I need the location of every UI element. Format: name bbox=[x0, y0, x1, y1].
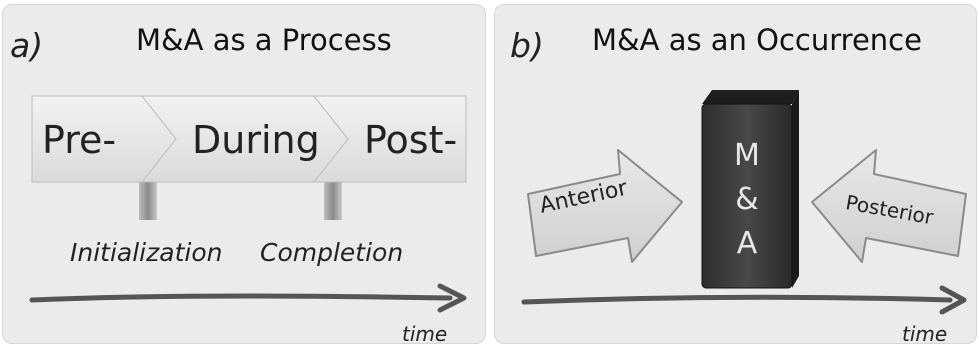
panel-a-label: a) bbox=[10, 26, 44, 65]
panel-a-title: M&A as a Process bbox=[136, 23, 392, 57]
process-graphic bbox=[29, 95, 467, 313]
ma-box-side bbox=[792, 90, 799, 288]
phase-completion: Completion bbox=[260, 238, 404, 267]
segment-pre-label: Pre- bbox=[42, 118, 117, 162]
timeline-arrowhead bbox=[437, 283, 467, 313]
timeline-arrow bbox=[29, 293, 453, 303]
occurrence-graphic bbox=[521, 90, 967, 315]
pillar-initialization bbox=[139, 182, 157, 220]
panel-a-time-label: time bbox=[402, 322, 448, 344]
ma-letter-a: A bbox=[736, 226, 758, 261]
ma-letter-ampersand: & bbox=[735, 182, 759, 217]
panel-b-label: b) bbox=[510, 26, 544, 65]
ma-letter-m: M bbox=[734, 138, 760, 173]
ma-box-front bbox=[701, 103, 793, 289]
phase-initialization: Initialization bbox=[70, 238, 223, 267]
panel-b-title: M&A as an Occurrence bbox=[592, 23, 922, 57]
segment-post-shape bbox=[312, 95, 467, 183]
panel-occurrence: b) M&A as an Occurrence M & A Anterior P… bbox=[494, 4, 977, 344]
panel-b-time-label: time bbox=[902, 322, 948, 344]
ma-box-top bbox=[702, 90, 799, 104]
timeline-arrowhead bbox=[939, 285, 967, 315]
anterior-arrow-shape bbox=[527, 149, 683, 263]
posterior-arrow-shape bbox=[811, 149, 967, 263]
panel-process: a) M&A as a Process Pre- During Post- In… bbox=[2, 4, 486, 344]
timeline-arrow bbox=[521, 294, 953, 305]
pillar-completion bbox=[324, 182, 342, 220]
segment-post-label: Post- bbox=[364, 118, 458, 162]
segment-during-label: During bbox=[192, 118, 320, 162]
